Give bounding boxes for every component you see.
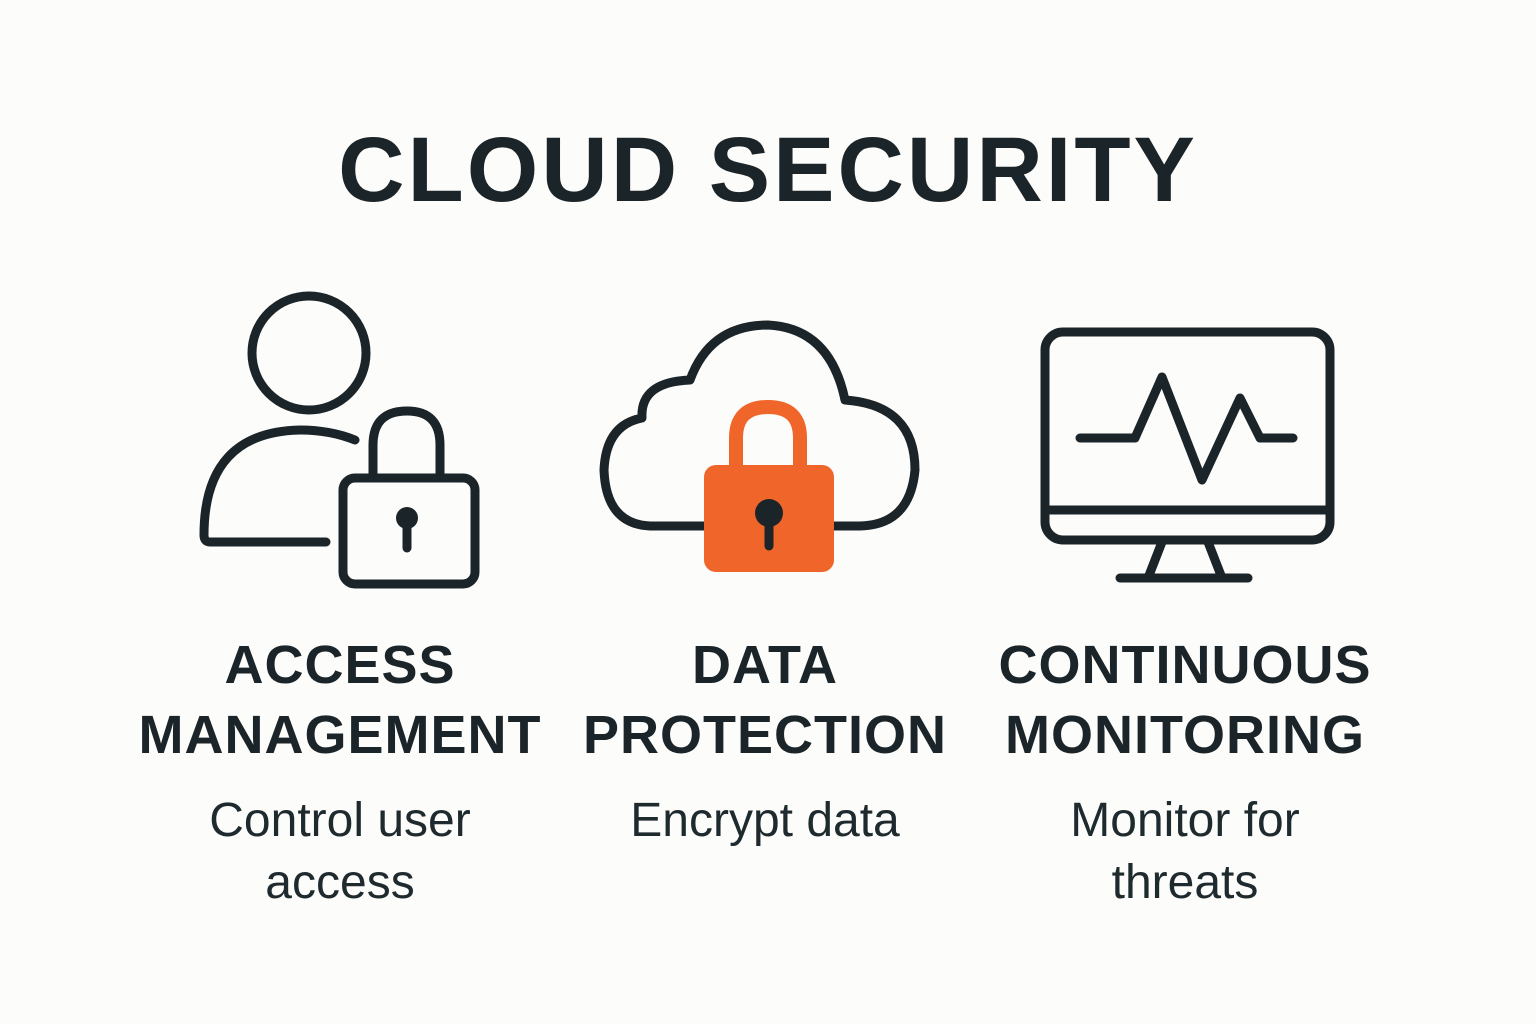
description-line: Monitor for — [1070, 794, 1300, 847]
heading-line: ACCESS — [224, 635, 456, 695]
cloud-lock-icon — [599, 320, 920, 572]
user-lock-icon — [199, 291, 480, 589]
page-title: CLOUD SECURITY — [338, 119, 1198, 221]
feature-heading: DATA PROTECTION — [535, 630, 995, 770]
feature-heading: CONTINUOUS MONITORING — [955, 630, 1415, 770]
heading-line: CONTINUOUS — [998, 635, 1372, 695]
description-line: Control user — [209, 794, 471, 847]
description-line: threats — [1111, 856, 1259, 909]
feature-description: Encrypt data — [535, 790, 995, 852]
description-line: access — [265, 856, 415, 909]
heading-line: MONITORING — [1005, 705, 1365, 765]
feature-description: Control user access — [110, 790, 570, 914]
heading-line: MANAGEMENT — [138, 705, 542, 765]
feature-heading: ACCESS MANAGEMENT — [110, 630, 570, 770]
feature-data-protection: DATA PROTECTION Encrypt data — [535, 630, 995, 852]
feature-description: Monitor for threats — [955, 790, 1415, 914]
feature-access-management: ACCESS MANAGEMENT Control user access — [110, 630, 570, 914]
feature-continuous-monitoring: CONTINUOUS MONITORING Monitor for threats — [955, 630, 1415, 914]
description-line: Encrypt data — [630, 794, 900, 847]
heading-line: PROTECTION — [582, 705, 947, 765]
monitor-pulse-icon — [1040, 327, 1335, 583]
heading-line: DATA — [692, 635, 838, 695]
